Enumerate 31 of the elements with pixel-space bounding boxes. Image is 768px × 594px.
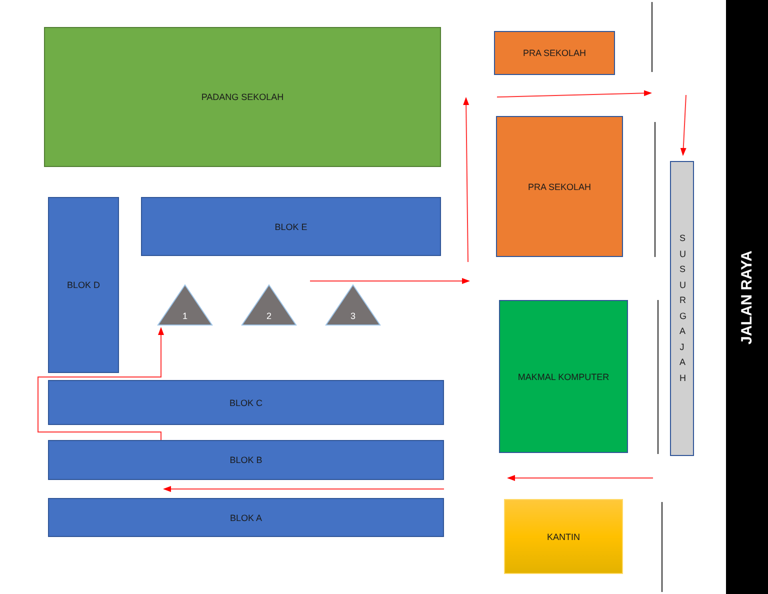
walkway-label: SUSUR GAJAH (680, 232, 684, 384)
road-label: JALAN RAYA (738, 250, 756, 344)
building-label: PRA SEKOLAH (528, 182, 592, 192)
canteen-block (504, 499, 623, 574)
assembly-point-triangle (241, 284, 297, 326)
building-block (141, 197, 441, 256)
building-block (494, 31, 615, 75)
point-number: 1 (182, 311, 188, 321)
building-label: BLOK D (66, 280, 100, 290)
building-block (48, 440, 444, 480)
building-label: PRA SEKOLAH (522, 48, 586, 58)
building-label: MAKMAL KOMPUTER (518, 372, 610, 382)
building-block (496, 116, 623, 257)
assembly-point-triangle (157, 284, 213, 326)
field-area (44, 27, 441, 167)
building-block (48, 197, 119, 373)
building-label: KANTIN (546, 532, 580, 542)
area-label: PADANG SEKOLAH (201, 92, 284, 102)
road-band (726, 0, 768, 594)
building-block (48, 380, 444, 425)
building-label: BLOK B (230, 455, 262, 465)
building-label: BLOK E (274, 222, 308, 232)
building-label: BLOK C (229, 398, 262, 408)
point-number: 3 (350, 311, 356, 321)
building-block (499, 300, 628, 453)
point-number: 2 (266, 311, 272, 321)
assembly-point-triangle (325, 284, 381, 326)
walkway-strip (670, 161, 694, 456)
arrow (38, 327, 164, 440)
building-block (48, 498, 444, 537)
building-label: BLOK A (230, 512, 262, 522)
